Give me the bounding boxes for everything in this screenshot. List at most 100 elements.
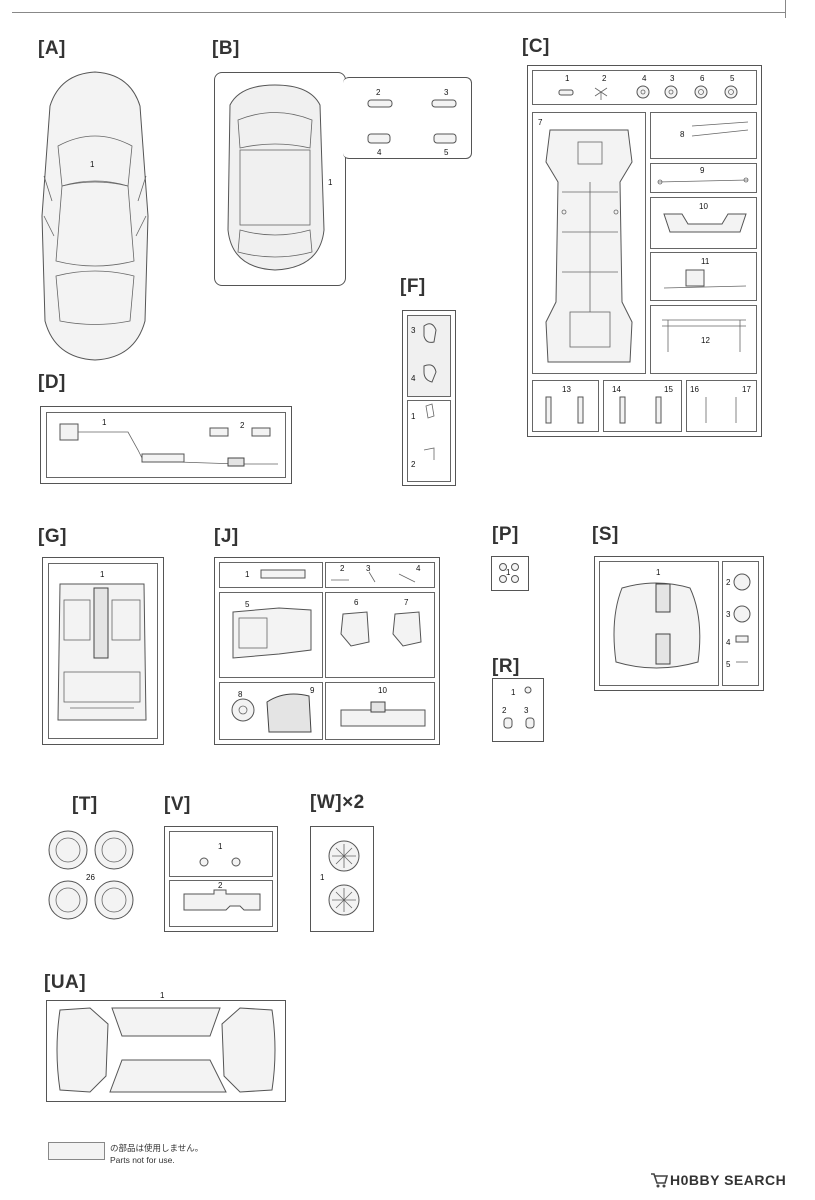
- top-rule: [12, 12, 785, 13]
- part-number: 10: [378, 686, 387, 695]
- part-number: 10: [699, 202, 708, 211]
- part-number: 1: [90, 160, 95, 169]
- box-J1: [219, 562, 323, 588]
- box-C14-15: [603, 380, 682, 432]
- part-B1-body-shell-unused: [227, 84, 325, 271]
- part-number: 3: [366, 564, 371, 573]
- part-number: 1: [565, 74, 570, 83]
- part-number: 4: [726, 638, 731, 647]
- part-number: 9: [310, 686, 315, 695]
- section-label-G: [G]: [38, 526, 67, 547]
- runner-frame-D: [40, 406, 292, 484]
- part-C11-axle: [663, 269, 747, 289]
- part-C10-subframe: [663, 213, 747, 233]
- part-R-lenses: [503, 686, 535, 729]
- box-C-top: [532, 70, 757, 105]
- box-G: [48, 563, 158, 739]
- box-J6-7: [325, 592, 435, 678]
- part-number: 1: [328, 178, 333, 187]
- part-number: 3: [524, 706, 529, 715]
- part-number: 1: [102, 418, 107, 427]
- part-number: 1: [160, 991, 165, 1000]
- part-number: 1: [506, 568, 511, 577]
- part-C-top-row: [558, 85, 738, 100]
- part-S-small: [733, 573, 751, 663]
- part-C7-chassis: [545, 129, 633, 363]
- part-number: 1: [511, 688, 516, 697]
- runner-frame-V: [164, 826, 278, 932]
- part-number: 3: [444, 88, 449, 97]
- part-number: 14: [612, 385, 621, 394]
- box-S1: [599, 561, 719, 686]
- watermark-text: H0BBY SEARCH: [670, 1172, 787, 1188]
- runner-frame-B-ext: [343, 77, 472, 159]
- box-C16-17: [686, 380, 757, 432]
- part-number: 2: [218, 881, 223, 890]
- section-label-A: [A]: [38, 38, 66, 59]
- part-number: 6: [700, 74, 705, 83]
- section-label-F: [F]: [400, 276, 426, 297]
- section-label-C: [C]: [522, 36, 550, 57]
- part-J-parts: [231, 569, 426, 733]
- part-number: 12: [701, 336, 710, 345]
- part-number: 8: [238, 690, 243, 699]
- section-label-V: [V]: [164, 794, 191, 815]
- part-number: 1: [245, 570, 250, 579]
- box-D: [46, 412, 286, 478]
- part-C-dampers: [545, 396, 737, 424]
- box-J5: [219, 592, 323, 678]
- part-number: 2: [411, 460, 416, 469]
- part-number: 1: [656, 568, 661, 577]
- box-J2-4: [325, 562, 435, 588]
- section-label-D: [D]: [38, 372, 66, 393]
- part-number: 3: [726, 610, 731, 619]
- section-label-J: [J]: [214, 526, 239, 547]
- cart-icon: [651, 1173, 669, 1188]
- runner-frame-R: [492, 678, 544, 742]
- part-number: 4: [377, 148, 382, 157]
- runner-frame-P: [491, 556, 529, 591]
- part-A1-body-shell: [41, 71, 149, 361]
- box-V1: [169, 831, 273, 877]
- part-number: 4: [642, 74, 647, 83]
- box-C9: [650, 163, 757, 193]
- part-number: 13: [562, 385, 571, 394]
- part-number: 5: [730, 74, 735, 83]
- part-number: 5: [726, 660, 731, 669]
- part-F-mirrors: [423, 323, 437, 460]
- part-G1-interior-tub: [57, 583, 147, 721]
- section-label-UA: [UA]: [44, 972, 87, 993]
- part-number: 1: [100, 570, 105, 579]
- part-number: 2: [502, 706, 507, 715]
- part-B-lights: [367, 99, 457, 144]
- part-UA1-windows: [56, 1007, 276, 1093]
- box-F: [407, 400, 451, 482]
- section-label-W: [W]×2: [310, 792, 365, 813]
- part-S1-seats: [613, 582, 701, 669]
- legend-text-jp: の部品は使用しません。: [110, 1143, 204, 1153]
- part-number: 2: [240, 421, 245, 430]
- part-C8-rods: [691, 121, 749, 137]
- box-C12: [650, 305, 757, 374]
- box-J10: [325, 682, 435, 740]
- right-rule: [785, 0, 786, 18]
- part-number: 8: [680, 130, 685, 139]
- part-number: 1: [218, 842, 223, 851]
- part-number: 5: [444, 148, 449, 157]
- section-label-S: [S]: [592, 524, 619, 545]
- box-C10: [650, 197, 757, 249]
- part-number: 7: [404, 598, 409, 607]
- part-V-pieces: [183, 857, 261, 911]
- part-number: 16: [690, 385, 699, 394]
- section-label-P: [P]: [492, 524, 519, 545]
- part-number: 26: [86, 873, 95, 882]
- box-C11: [650, 252, 757, 301]
- unused-parts-swatch: [48, 1142, 105, 1160]
- part-number: 2: [602, 74, 607, 83]
- part-number: 3: [411, 326, 416, 335]
- box-V2: [169, 880, 273, 927]
- part-number: 2: [340, 564, 345, 573]
- part-T26-tires: [48, 830, 134, 920]
- section-label-B: [B]: [212, 38, 240, 59]
- part-number: 1: [411, 412, 416, 421]
